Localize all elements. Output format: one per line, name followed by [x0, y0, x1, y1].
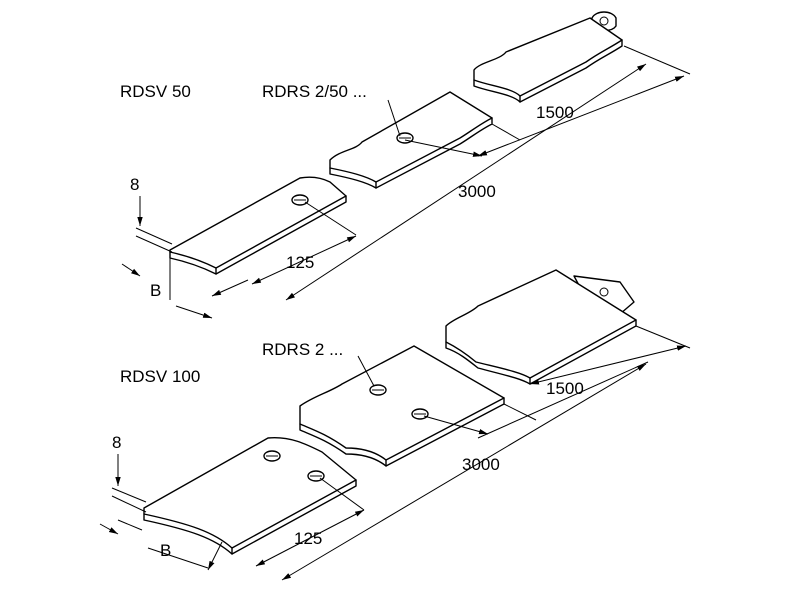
top-spacing-label: 125 — [286, 253, 314, 272]
top-assembly: RDSV 50 RDRS 2/50 ... 8 B 125 1500 3000 — [120, 11, 691, 319]
bottom-assembly: RDSV 100 RDRS 2 ... 8 B 125 1500 3000 — [99, 269, 691, 581]
bottom-width-label: B — [160, 541, 171, 560]
top-width-label: B — [150, 281, 161, 300]
bottom-near-plate — [143, 436, 357, 555]
bottom-far-plate — [445, 269, 637, 385]
bottom-thickness-label: 8 — [112, 433, 121, 452]
screw-icon — [263, 450, 281, 462]
bottom-long-length-label: 3000 — [462, 455, 500, 474]
top-screw-label: RDRS 2/50 ... — [262, 82, 367, 101]
top-far-plate — [473, 11, 623, 103]
top-product-label: RDSV 50 — [120, 82, 191, 101]
top-middle-plate — [329, 91, 493, 189]
top-long-length-label: 3000 — [458, 182, 496, 201]
bottom-short-length-label: 1500 — [546, 379, 584, 398]
top-near-plate — [169, 176, 347, 275]
bottom-spacing-label: 125 — [294, 529, 322, 548]
top-thickness-label: 8 — [130, 175, 139, 194]
bottom-product-label: RDSV 100 — [120, 367, 200, 386]
top-short-length-label: 1500 — [536, 103, 574, 122]
bottom-screw-label: RDRS 2 ... — [262, 340, 343, 359]
